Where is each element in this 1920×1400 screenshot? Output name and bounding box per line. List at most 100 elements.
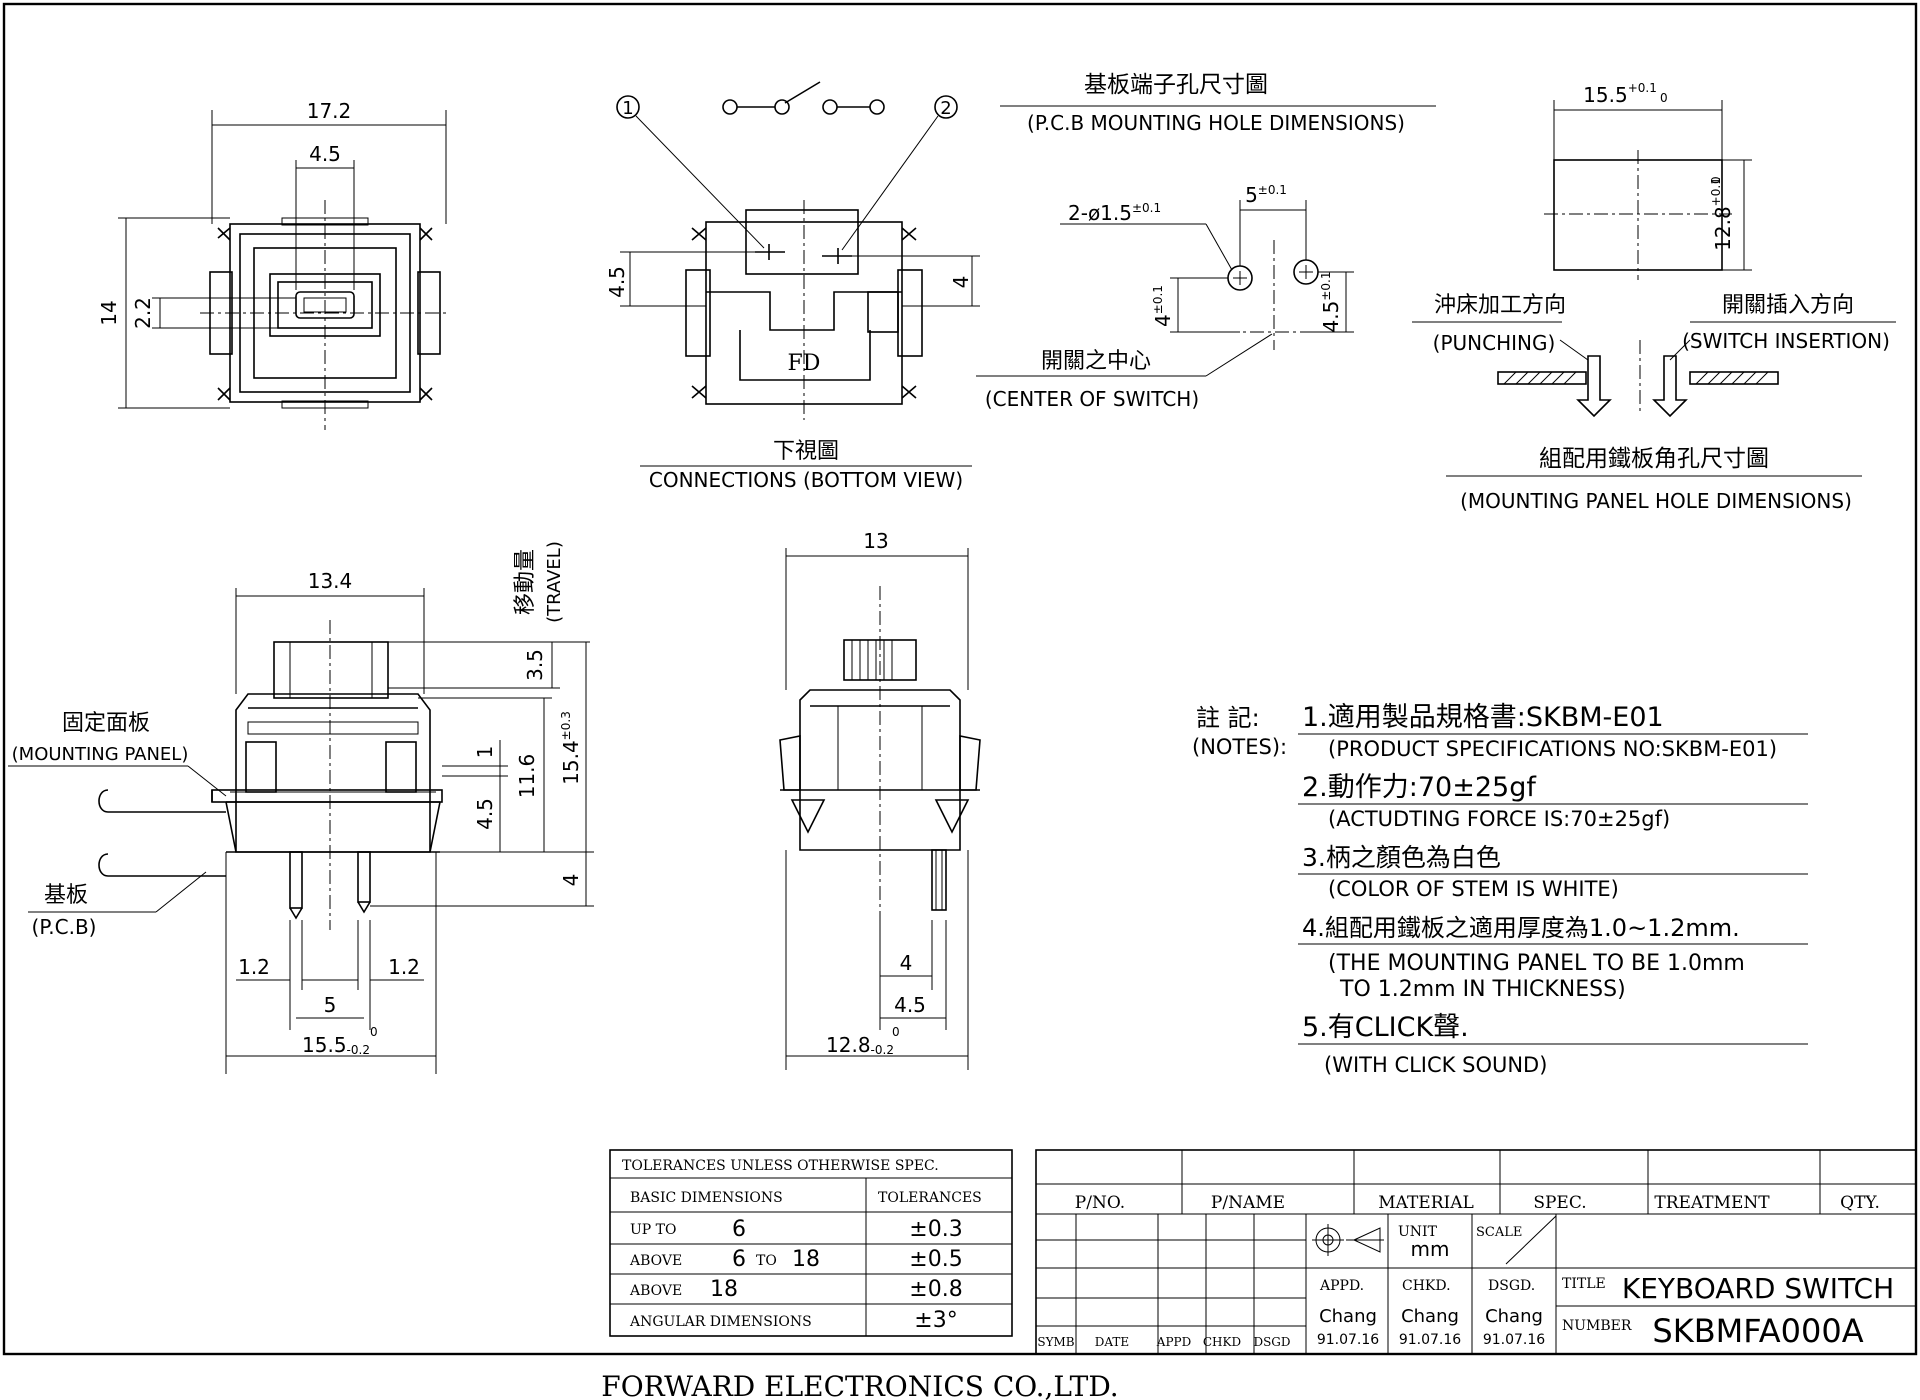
pin-width-left-dim: 1.2 xyxy=(238,955,270,979)
scale-label: SCALE xyxy=(1476,1225,1522,1240)
note-2-cn: 2.動作力:70±25gf xyxy=(1302,772,1537,803)
tol-title: TOLERANCES UNLESS OTHERWISE SPEC. xyxy=(622,1158,939,1174)
panel-hole-view: 15.5+0.1 0 12.8+0.1 0 沖床加工方向 (PUNCHING) … xyxy=(1412,81,1896,513)
tolerance-table: TOLERANCES UNLESS OTHERWISE SPEC. BASIC … xyxy=(609,1149,1013,1337)
side-base-tol-up: 0 xyxy=(892,1025,900,1039)
note-3-en: (COLOR OF STEM IS WHITE) xyxy=(1328,877,1619,901)
switch-center-cn: 開關之中心 xyxy=(1041,349,1151,374)
front-base-dim: 15.5-0.2 xyxy=(302,1033,370,1057)
bottom-marking: FD xyxy=(788,351,821,376)
appd-label: APPD. xyxy=(1319,1278,1364,1294)
rev-appd: APPD xyxy=(1156,1335,1191,1349)
top-width-dim: 17.2 xyxy=(307,99,352,123)
pcb-title-cn: 基板端子孔尺寸圖 xyxy=(1084,72,1268,98)
side-width-dim: 13 xyxy=(863,529,888,553)
bottom-caption-en: CONNECTIONS (BOTTOM VIEW) xyxy=(649,468,963,492)
tol-row2-v2: 18 xyxy=(792,1247,820,1272)
bottom-caption-cn: 下視圖 xyxy=(773,439,839,464)
hdr-qty: QTY. xyxy=(1840,1193,1880,1213)
tol-col2: TOLERANCES xyxy=(878,1190,982,1206)
note-3-cn: 3.柄之顏色為白色 xyxy=(1302,843,1501,872)
side-base-dim: 12.8-0.2 xyxy=(826,1033,894,1057)
unit-value: mm xyxy=(1411,1237,1450,1261)
pcb-v1-dim: 4±0.1 xyxy=(1151,285,1175,327)
hdr-spec: SPEC. xyxy=(1533,1193,1586,1213)
travel-en: (TRAVEL) xyxy=(544,541,565,623)
top-stem-dim: 4.5 xyxy=(309,142,341,166)
hdr-treatment: TREATMENT xyxy=(1654,1193,1770,1213)
tol-row1-tol: ±0.3 xyxy=(909,1217,962,1242)
mounting-panel-cn: 固定面板 xyxy=(62,711,150,736)
front-base-tol-up: 0 xyxy=(370,1025,378,1039)
chkd-label: CHKD. xyxy=(1402,1278,1451,1294)
panel-title-en: (MOUNTING PANEL HOLE DIMENSIONS) xyxy=(1460,489,1852,513)
hdr-pname: P/NAME xyxy=(1211,1193,1285,1213)
chkd-name: Chang xyxy=(1401,1306,1459,1327)
bottom-view: FD 1 2 4.5 4 下視圖 CONNECTIONS (BOTTOM VIE… xyxy=(605,81,980,492)
bottom-left-dim: 4.5 xyxy=(605,266,629,298)
sheet-border xyxy=(2,2,1918,1356)
top-view: 17.2 4.5 14 2.2 xyxy=(97,99,450,430)
number-label: NUMBER xyxy=(1562,1318,1632,1334)
note-4-en: (THE MOUNTING PANEL TO BE 1.0mm xyxy=(1328,951,1745,976)
pin-pitch-dim: 5 xyxy=(324,993,337,1017)
switch-center-en: (CENTER OF SWITCH) xyxy=(985,387,1199,411)
punching-en: (PUNCHING) xyxy=(1433,331,1556,355)
pcb-v2-dim: 4.5±0.1 xyxy=(1319,272,1343,333)
side-view: 13 4 4.5 12.8-0.2 0 xyxy=(779,529,981,1070)
note-4-en2: TO 1.2mm IN THICKNESS) xyxy=(1339,977,1626,1002)
hdr-pno: P/NO. xyxy=(1075,1193,1125,1213)
note-5-cn: 5.有CLICK聲. xyxy=(1302,1012,1469,1043)
company-name: FORWARD ELECTRONICS CO.,LTD. xyxy=(601,1370,1118,1400)
dsgd-name: Chang xyxy=(1485,1306,1543,1327)
tol-row4-label: ANGULAR DIMENSIONS xyxy=(629,1314,812,1330)
pcb-holes-dim: 2-ø1.5±0.1 xyxy=(1068,201,1161,225)
side-45-dim: 4.5 xyxy=(894,993,926,1017)
pcb-title-en: (P.C.B MOUNTING HOLE DIMENSIONS) xyxy=(1027,111,1405,135)
panel-gap-dim: 1 xyxy=(473,746,497,759)
rev-chkd: CHKD xyxy=(1203,1335,1241,1349)
pcb-en: (P.C.B) xyxy=(32,915,97,939)
tol-row2-v1: 6 xyxy=(732,1247,746,1272)
tol-row1-label: UP TO xyxy=(630,1222,676,1238)
tol-row2-label: ABOVE xyxy=(629,1253,682,1269)
appd-date: 91.07.16 xyxy=(1317,1332,1379,1348)
pcb-pitch-dim: 5±0.1 xyxy=(1245,183,1287,207)
top-height-dim: 14 xyxy=(97,300,121,325)
pin2-label: 2 xyxy=(940,98,951,119)
projection-symbol-icon xyxy=(1312,1224,1384,1256)
note-1-en: (PRODUCT SPECIFICATIONS NO:SKBM-E01) xyxy=(1328,737,1777,761)
tol-row3-label: ABOVE xyxy=(629,1283,682,1299)
title-block: P/NO. P/NAME MATERIAL SPEC. TREATMENT QT… xyxy=(1035,1149,1917,1355)
front-45-dim: 4.5 xyxy=(473,798,497,830)
panel-width-dim: 15.5+0.1 xyxy=(1583,81,1657,107)
travel-cn: 移動量 xyxy=(513,549,538,615)
top-stem-height-dim: 2.2 xyxy=(131,297,155,329)
total-height-dim: 15.4±0.3 xyxy=(559,711,583,785)
panel-height-tol-lo: 0 xyxy=(1709,176,1723,184)
pin-length-dim: 4 xyxy=(559,874,583,887)
note-2-en: (ACTUDTING FORCE IS:70±25gf) xyxy=(1328,807,1670,831)
bottom-right-dim: 4 xyxy=(949,276,973,289)
drawing-title: KEYBOARD SWITCH xyxy=(1622,1272,1894,1305)
tol-row3-v1: 18 xyxy=(710,1277,738,1302)
pin-width-right-dim: 1.2 xyxy=(388,955,420,979)
front-view: 13.4 3.5 移動量 (TRAVEL) 15.4±0.3 11.6 1 4.… xyxy=(8,541,594,1074)
pin1-label: 1 xyxy=(622,98,633,119)
panel-title-cn: 組配用鐵板角孔尺寸圖 xyxy=(1539,446,1769,472)
mounting-panel-en: (MOUNTING PANEL) xyxy=(12,744,189,765)
tol-row1-v1: 6 xyxy=(732,1217,746,1242)
tol-row2-tol: ±0.5 xyxy=(909,1247,962,1272)
note-5-en: (WITH CLICK SOUND) xyxy=(1324,1053,1547,1077)
panel-width-tol-lo: 0 xyxy=(1660,91,1668,105)
unit-label: UNIT xyxy=(1398,1224,1438,1240)
tol-row2-mid: TO xyxy=(756,1253,777,1269)
note-4-cn: 4.組配用鐵板之適用厚度為1.0~1.2mm. xyxy=(1302,914,1740,942)
pcb-hole-view: 基板端子孔尺寸圖 (P.C.B MOUNTING HOLE DIMENSIONS… xyxy=(976,72,1436,411)
appd-name: Chang xyxy=(1319,1306,1377,1327)
rev-date: DATE xyxy=(1095,1335,1129,1349)
panel-height-dim: 12.8+0.1 xyxy=(1709,177,1735,251)
notes-label-en: (NOTES): xyxy=(1192,735,1287,759)
insertion-en: (SWITCH INSERTION) xyxy=(1682,329,1890,353)
